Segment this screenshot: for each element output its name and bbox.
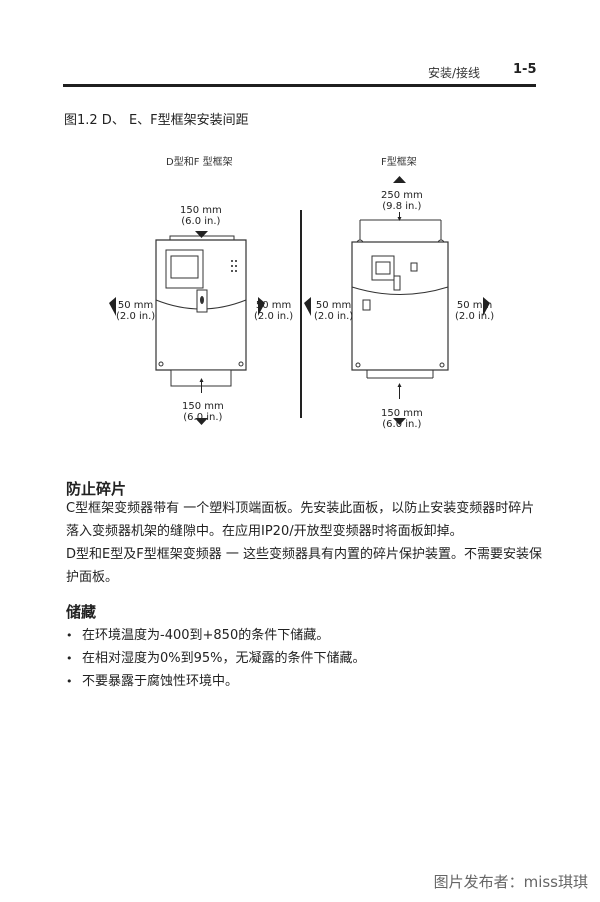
debris-paragraph-1: C型框架变频器带有 一个塑料顶端面板。先安装此面板，以防止安装变频器时碎片落入变… [66,501,535,539]
list-item: •不要暴露于腐蚀性环境中。 [66,674,239,689]
figure-caption: 图1.2 D、 E、F型框架安装间距 [64,113,249,128]
right-left-clearance: 50 mm(2.0 in.) [314,300,354,322]
left-clearance-arrows [109,231,265,425]
header-rule [63,84,536,87]
list-item: •在相对湿度为0%到95%，无凝露的条件下储藏。 [66,651,366,666]
section-heading-storage: 储藏 [66,603,97,621]
right-clearance-arrows [304,176,490,425]
publisher-watermark: 图片发布者：miss琪琪 [433,873,588,891]
right-drive-unit [351,219,449,379]
left-top-clearance: 150 mm(6.0 in.) [180,205,222,227]
left-diagram-title: D型和F 型框架 [166,157,233,168]
list-item: •在环境温度为-400到+850的条件下储藏。 [66,628,330,643]
left-left-clearance: 50 mm(2.0 in.) [116,300,156,322]
right-bottom-clearance: 150 mm(6.0 in.) [381,408,423,430]
left-drive-unit [155,235,247,387]
storage-bullet-list: •在环境温度为-400到+850的条件下储藏。 •在相对湿度为0%到95%，无凝… [66,624,366,693]
right-diagram-title: F型框架 [381,157,417,168]
section-heading-debris: 防止碎片 [66,480,127,498]
right-right-clearance: 50 mm(2.0 in.) [455,300,495,322]
page-number: 1-5 [513,62,537,77]
debris-paragraph-2: D型和E型及F型框架变频器 一 这些变频器具有内置的碎片保护装置。不需要安装保护… [66,547,542,585]
right-top-clearance: 250 mm(9.8 in.) [381,190,423,212]
left-right-clearance: 50 mm(2.0 in.) [254,300,294,322]
left-bottom-clearance: 150 mm(6.0 in.) [182,401,224,423]
header-section-title: 安装/接线 [428,66,481,80]
